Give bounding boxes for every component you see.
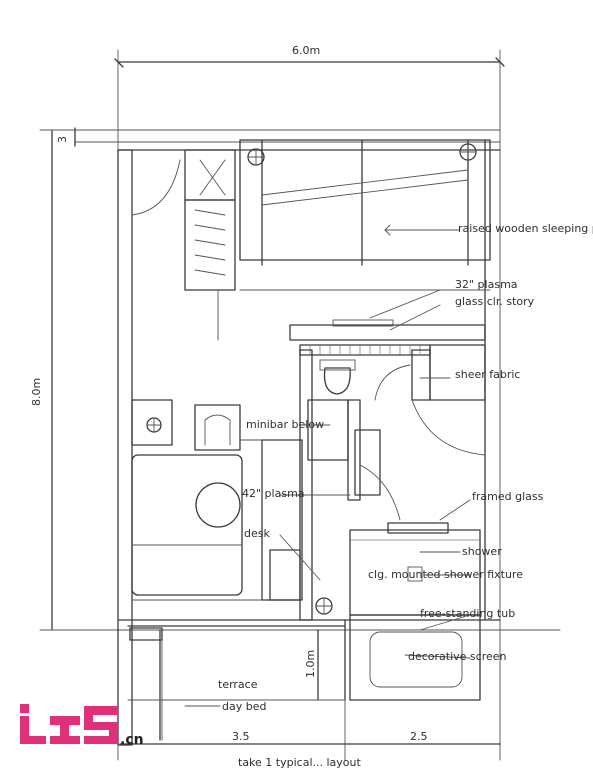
dim-width: 6.0m: [292, 44, 320, 57]
label-terrace: terrace: [218, 678, 258, 691]
label-sheer-fabric: sheer fabric: [455, 368, 520, 381]
bathroom: [299, 344, 486, 701]
label-tub: free-standing tub: [420, 607, 515, 620]
label-glass-clr: glass clr. story: [455, 295, 535, 308]
label-framed-glass: framed glass: [472, 490, 544, 503]
dim-terrace: 1.0m: [304, 650, 317, 678]
label-desk: desk: [244, 527, 270, 540]
label-day-bed: day bed: [222, 700, 266, 713]
living-area: [131, 399, 303, 601]
label-caption: take 1 typical... layout: [238, 756, 361, 768]
entry-area: [131, 149, 236, 341]
label-platform: raised wooden sleeping platform: [458, 222, 593, 235]
dim-bottom-right: 2.5: [410, 730, 428, 743]
site-logo: .cn: [18, 700, 158, 752]
terrace: [127, 627, 346, 741]
dim-small: 3: [56, 136, 69, 143]
label-shower: shower: [462, 545, 502, 558]
label-decorative-screen: decorative screen: [408, 650, 507, 663]
sleeping-platform: [239, 139, 491, 291]
leader-lines: [184, 224, 471, 707]
dim-bottom-left: 3.5: [232, 730, 250, 743]
label-plasma32: 32" plasma: [455, 278, 518, 291]
label-ceiling-shower: clg. mounted shower fixture: [368, 568, 523, 581]
logo-mark: .cn: [20, 704, 144, 748]
dim-height: 8.0m: [30, 378, 43, 406]
label-plasma42: 42" plasma: [242, 487, 305, 500]
logo-suffix: .cn: [120, 732, 144, 748]
label-minibar: minibar below: [246, 418, 324, 431]
partition: [289, 319, 486, 356]
exterior-walls: [117, 139, 501, 746]
